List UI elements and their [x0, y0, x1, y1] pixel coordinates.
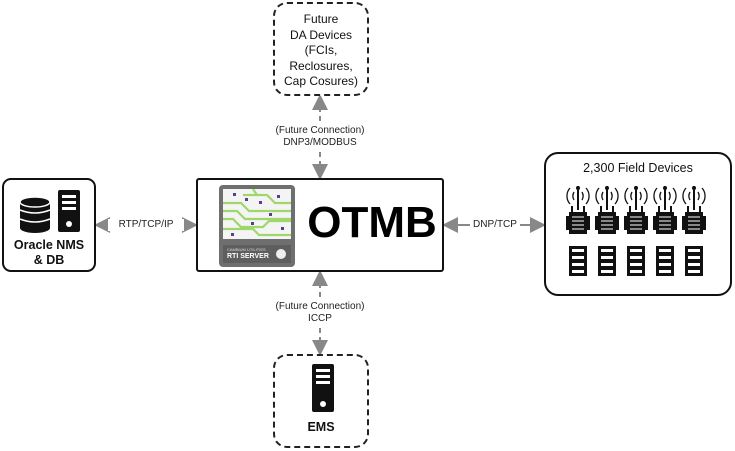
- left-connection-label: RTP/TCP/IP: [108, 219, 184, 231]
- oracle-label-line: Oracle NMS: [13, 238, 85, 252]
- ems-box: EMS: [273, 354, 369, 448]
- otmb-title: OTMB: [307, 198, 437, 247]
- future-da-line: Reclosures,: [289, 58, 353, 73]
- future-da-devices-box: Future DA Devices (FCIs, Reclosures, Cap…: [273, 2, 369, 96]
- top-connection-protocol: DNP3/MODBUS: [283, 137, 357, 148]
- field-device-icon: [595, 186, 619, 276]
- server-faceplate: CAMBIUM UTILITIES RTI SERVER: [223, 245, 291, 263]
- bottom-connection-note: (Future Connection): [275, 301, 365, 312]
- field-devices-icons: [566, 186, 706, 276]
- future-da-line: (FCIs,: [304, 43, 338, 57]
- bottom-connection-protocol: ICCP: [308, 313, 332, 324]
- field-device-icon: [653, 186, 677, 276]
- database-server-icon: [19, 190, 80, 233]
- field-device-icon: [566, 186, 590, 276]
- oracle-label-line: & DB: [33, 253, 65, 267]
- server-tower-icon: [312, 364, 334, 412]
- bottom-connection-label: (Future Connection) ICCP: [250, 301, 390, 325]
- future-da-line: DA Devices: [289, 27, 353, 42]
- future-da-line: Cap Cosures): [283, 74, 359, 88]
- field-device-icon: [624, 186, 648, 276]
- field-devices-title: 2,300 Field Devices: [583, 161, 693, 175]
- oracle-nms-box: Oracle NMS & DB: [2, 178, 96, 272]
- future-da-line: Future: [303, 12, 339, 26]
- top-connection-note: (Future Connection): [275, 125, 365, 136]
- right-connection-label: DNP/TCP: [470, 219, 520, 231]
- server-label: RTI SERVER: [227, 253, 269, 260]
- top-connection-label: (Future Connection) DNP3/MODBUS: [250, 125, 390, 149]
- server-brand: CAMBIUM UTILITIES: [227, 247, 266, 252]
- circuit-board-icon: [223, 189, 291, 239]
- rti-server-device: CAMBIUM UTILITIES RTI SERVER: [219, 185, 295, 267]
- ems-label: EMS: [307, 420, 335, 434]
- otmb-box: CAMBIUM UTILITIES RTI SERVER OTMB: [196, 178, 444, 272]
- field-device-icon: [682, 186, 706, 276]
- field-devices-box: 2,300 Field Devices: [544, 152, 732, 296]
- power-button-icon: [276, 249, 286, 259]
